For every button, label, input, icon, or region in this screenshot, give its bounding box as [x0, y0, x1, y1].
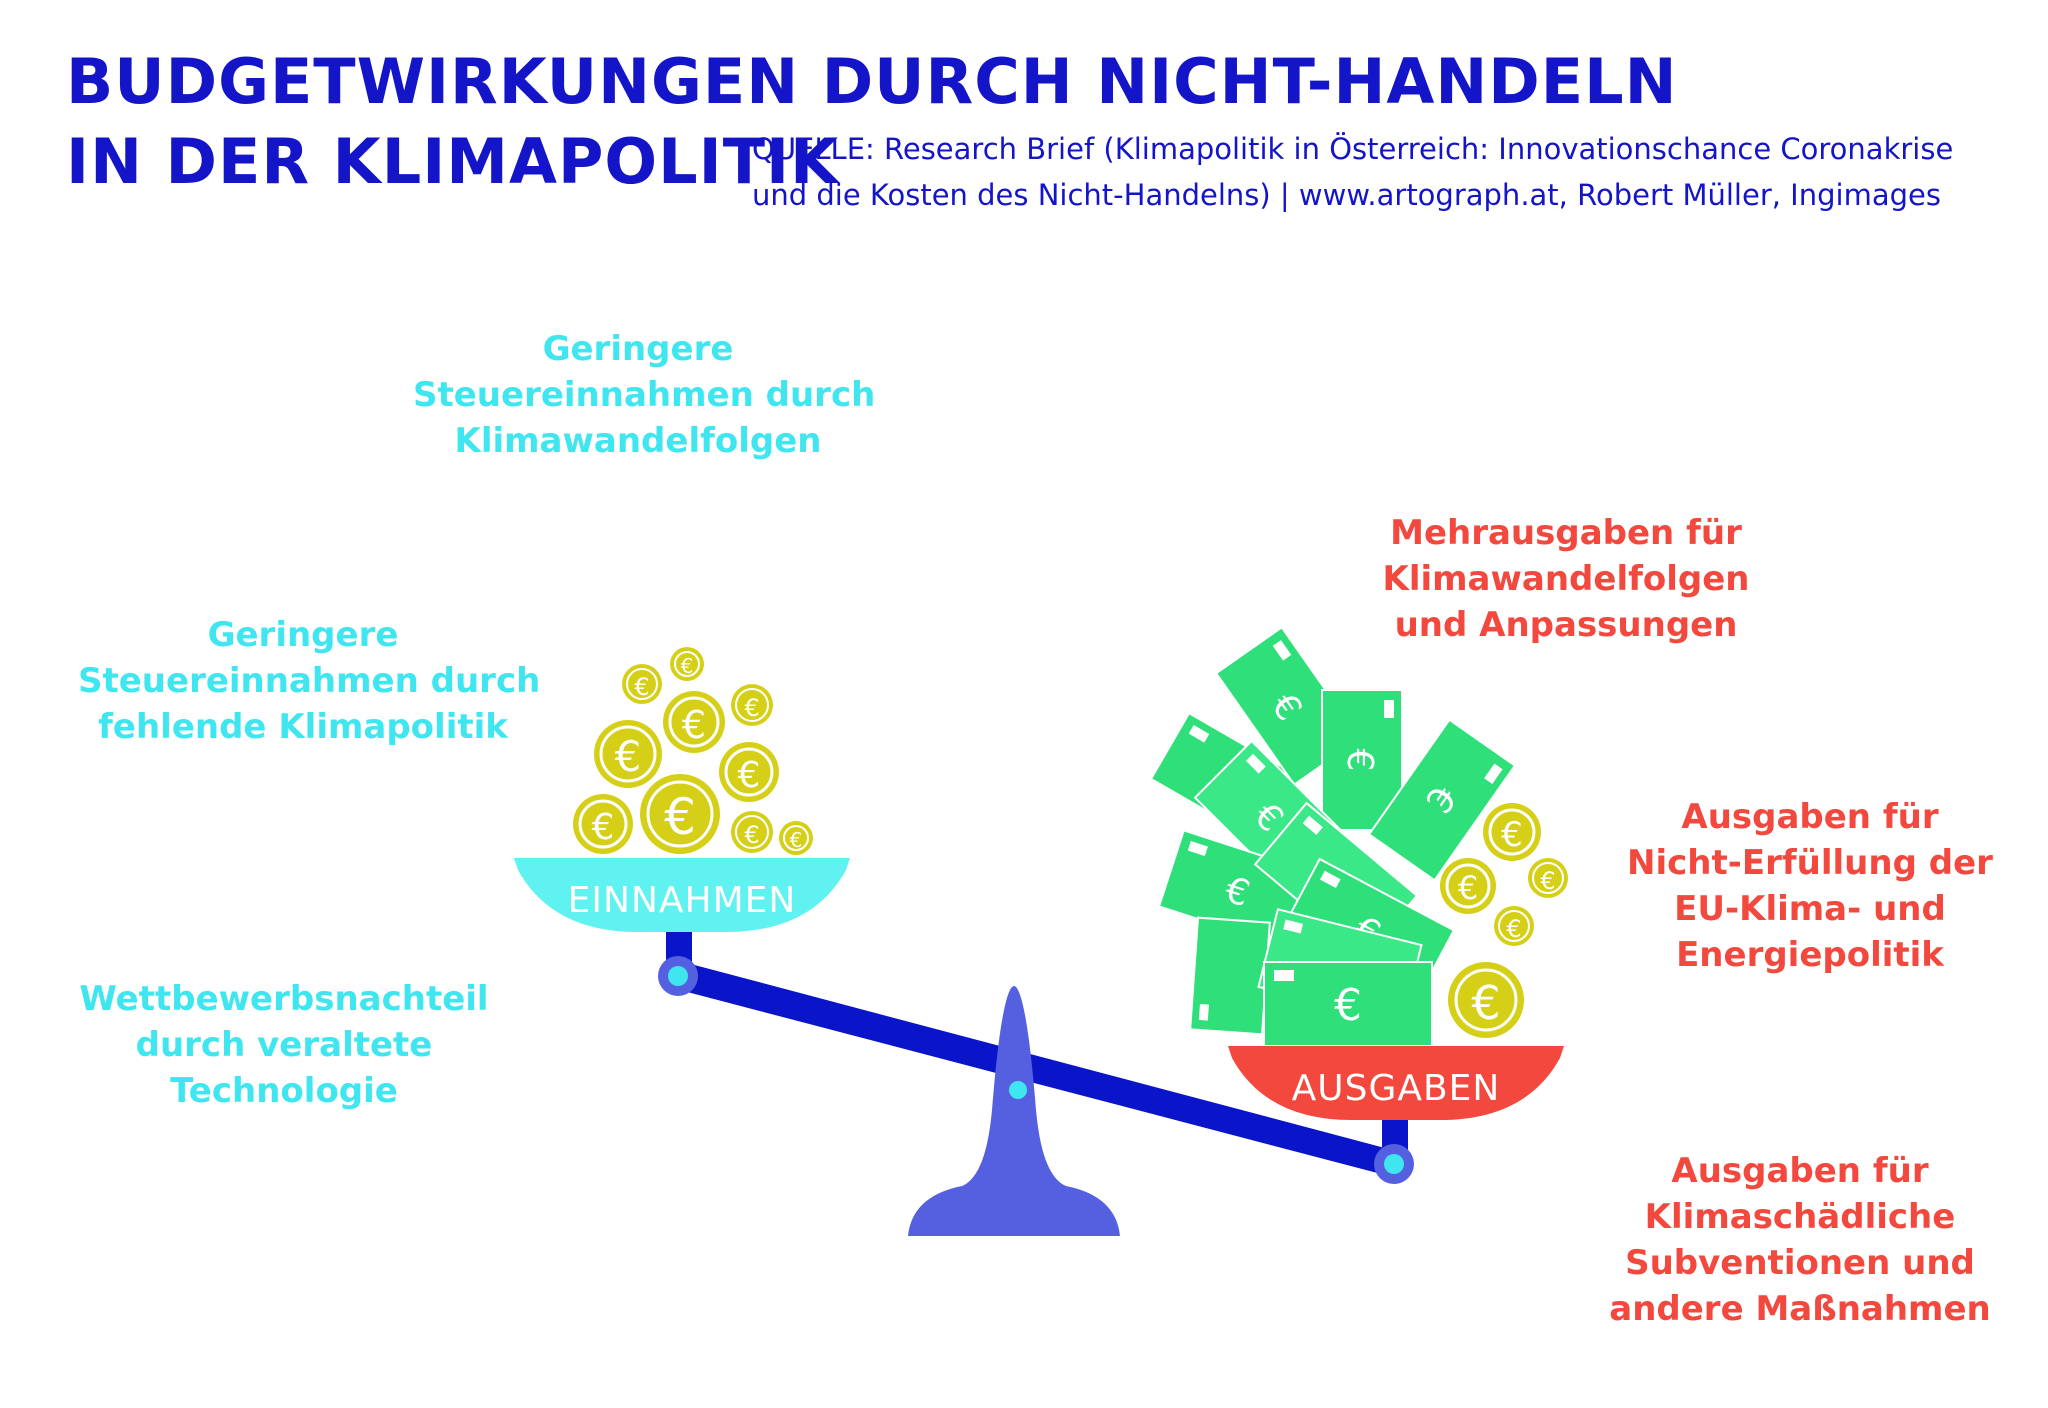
page-title: BUDGETWIRKUNGEN DURCH NICHT-HANDELN IN D… [66, 42, 1677, 202]
euro-banknote-icon [1189, 916, 1271, 1036]
euro-coin-icon: € [1494, 906, 1534, 946]
euro-banknote-icon: € [1321, 689, 1403, 831]
banknote-pile-right: € € € € € € € € [1149, 625, 1517, 1047]
euro-banknote-icon: € [1263, 961, 1433, 1047]
euro-coin-icon: € [670, 647, 704, 681]
expense-label-climate-adaptation: Mehrausgaben für Klimawandelfolgen und A… [1382, 513, 1750, 645]
scale-stand [908, 986, 1120, 1236]
svg-text:€: € [744, 821, 759, 849]
source-credit: QUELLE: Research Brief (Klimapolitik in … [752, 126, 1953, 218]
coin-pile-left: € € € € € € € € € € [573, 647, 813, 855]
svg-text:€: € [592, 807, 615, 848]
title-line-1: BUDGETWIRKUNGEN DURCH NICHT-HANDELN [66, 45, 1678, 118]
euro-coin-icon: € [640, 774, 720, 854]
svg-text:€: € [1471, 976, 1500, 1030]
svg-text:€: € [1501, 815, 1523, 855]
euro-coin-icon: € [663, 691, 725, 753]
euro-coin-icon: € [779, 821, 813, 855]
right-pan-label: AUSGABEN [1292, 1068, 1501, 1109]
income-label-climate-impacts: Geringere Steuereinnahmen durch Klimawan… [413, 329, 876, 461]
source-line-2: und die Kosten des Nicht-Handelns) | www… [752, 178, 1941, 212]
expense-label-eu-targets: Ausgaben für Nicht-Erfüllung der EU-Klim… [1627, 797, 1993, 975]
euro-coin-icon: € [1528, 858, 1568, 898]
svg-text:€: € [744, 694, 759, 722]
euro-coin-icon: € [1440, 858, 1496, 914]
svg-text:€: € [1540, 867, 1555, 895]
right-pan [1228, 1046, 1564, 1120]
title-line-2: IN DER KLIMAPOLITIK [66, 125, 840, 198]
left-pan [514, 858, 850, 932]
coin-pile-right: € € € € € [1440, 803, 1568, 1038]
euro-coin-icon: € [1448, 962, 1524, 1038]
income-label-missing-policy: Geringere Steuereinnahmen durch fehlende… [78, 615, 541, 747]
expense-label-harmful-subsidies: Ausgaben für Klimaschädliche Subventione… [1609, 1151, 1991, 1329]
euro-coin-icon: € [1483, 803, 1541, 861]
euro-coin-icon: € [719, 742, 779, 802]
svg-text:€: € [738, 755, 761, 796]
svg-text:€: € [664, 788, 696, 846]
euro-banknote-icon: € [1367, 718, 1517, 882]
euro-coin-icon: € [731, 684, 773, 726]
svg-text:€: € [790, 828, 803, 852]
euro-coin-icon: € [622, 664, 662, 704]
income-label-competitive-disadvantage: Wettbewerbsnachteil durch veraltete Tech… [79, 979, 489, 1111]
euro-coin-icon: € [731, 811, 773, 853]
svg-text:€: € [682, 703, 706, 747]
stand-pivot-dot [1009, 1081, 1027, 1099]
left-pan-label: EINNAHMEN [568, 880, 797, 921]
svg-text:€: € [615, 732, 642, 781]
svg-text:€: € [681, 654, 694, 678]
svg-text:€: € [1339, 749, 1380, 772]
source-line-1: QUELLE: Research Brief (Klimapolitik in … [752, 132, 1954, 166]
svg-text:€: € [1334, 980, 1362, 1031]
svg-text:€: € [1458, 869, 1478, 907]
euro-coin-icon: € [573, 794, 633, 854]
svg-text:€: € [634, 673, 649, 701]
svg-text:€: € [1506, 915, 1521, 943]
scale-beam [668, 958, 1404, 1180]
euro-coin-icon: € [594, 720, 662, 788]
